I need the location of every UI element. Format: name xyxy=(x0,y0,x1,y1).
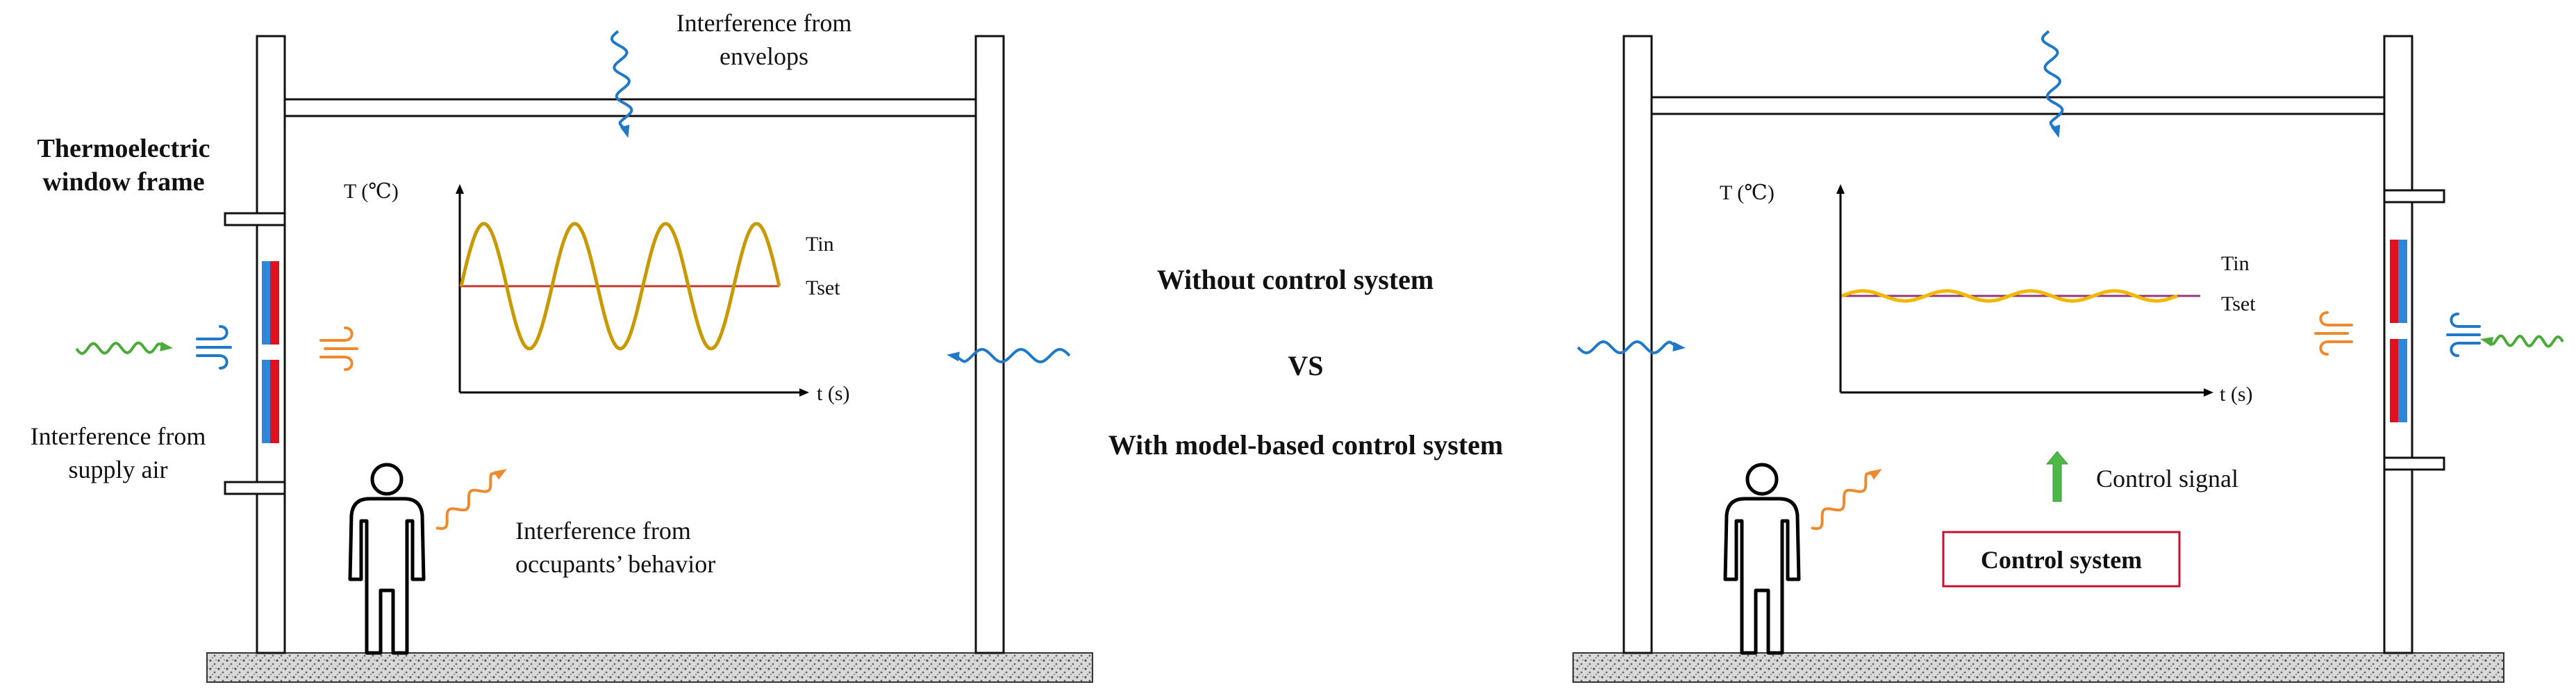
right-thermoelectric-frame xyxy=(2390,240,2407,422)
left-room: Thermoelectric window frame Interference… xyxy=(31,9,1093,683)
left-envelope-wave xyxy=(610,30,633,138)
left-window-sill-top xyxy=(224,212,286,226)
left-supply-air-label-line2: supply air xyxy=(69,456,168,483)
left-supply-air-label-line1: Interference from xyxy=(31,422,206,450)
right-chart-ylabel: T (℃) xyxy=(1720,181,1775,204)
left-frame-title-line2: window frame xyxy=(42,167,204,197)
right-chart-tset-label: Tset xyxy=(2221,292,2256,315)
center-with-label: With model-based control system xyxy=(1108,429,1504,461)
left-occupant-wave xyxy=(435,469,507,531)
left-chart-xlabel: t (s) xyxy=(817,382,850,405)
left-supply-air-wave xyxy=(75,341,173,355)
center-comparison: Without control system VS With model-bas… xyxy=(1108,264,1504,461)
left-occupants-label-line1: Interference from xyxy=(515,517,691,545)
right-occupant-wave xyxy=(1811,469,1882,531)
left-occupant-icon xyxy=(348,463,426,655)
right-chart-tin-label: Tin xyxy=(2221,252,2250,275)
control-signal-label: Control signal xyxy=(2096,465,2238,492)
right-chart-tin-curve xyxy=(1841,289,2178,303)
left-wall-left xyxy=(256,35,286,654)
wind-icon-blue-right xyxy=(2446,313,2481,357)
right-occupant-icon xyxy=(1723,463,1801,655)
right-envelope-wave xyxy=(2041,30,2064,138)
control-system-box xyxy=(1942,531,2181,588)
left-chart-tin-label: Tin xyxy=(806,233,834,256)
wind-icon-orange-left xyxy=(319,326,358,371)
right-wall-left xyxy=(1622,35,1653,654)
right-window-sill-bottom xyxy=(2383,456,2445,471)
left-frame-title-line1: Thermoelectric xyxy=(38,134,210,163)
left-chart-ylabel: T (℃) xyxy=(344,180,399,203)
right-chart: T (℃) t (s) Tin Tset xyxy=(1720,181,2256,406)
right-room: Control signal Control system T (℃) t (s… xyxy=(1572,30,2564,683)
center-without-label: Without control system xyxy=(1157,264,1434,295)
left-chart-tin-curve xyxy=(459,222,781,351)
left-thermoelectric-frame xyxy=(262,261,279,443)
left-wall-right xyxy=(974,35,1005,654)
left-ground xyxy=(206,652,1093,683)
wind-icon-blue-left xyxy=(196,325,232,370)
control-system-label: Control system xyxy=(1981,546,2142,574)
center-vs-label: VS xyxy=(1288,350,1323,381)
right-ground xyxy=(1572,652,2504,683)
right-supply-air-wave xyxy=(2480,334,2564,348)
left-chart-tset-label: Tset xyxy=(806,276,840,299)
right-ceiling xyxy=(1650,96,2386,115)
wind-icon-orange-right xyxy=(2314,311,2353,356)
control-signal-arrow-icon xyxy=(2045,451,2069,502)
left-envelope-label-line2: envelops xyxy=(720,42,808,70)
left-window-sill-bottom xyxy=(224,481,286,495)
right-chart-xlabel: t (s) xyxy=(2220,383,2253,406)
left-occupants-label-line2: occupants’ behavior xyxy=(515,550,715,578)
right-window-sill-top xyxy=(2383,189,2445,204)
left-wall-wave xyxy=(947,347,1071,364)
right-wall-wave xyxy=(1577,340,1686,355)
left-envelope-label-line1: Interference from xyxy=(676,9,852,37)
left-chart: T (℃) t (s) Tin Tset xyxy=(344,180,850,405)
